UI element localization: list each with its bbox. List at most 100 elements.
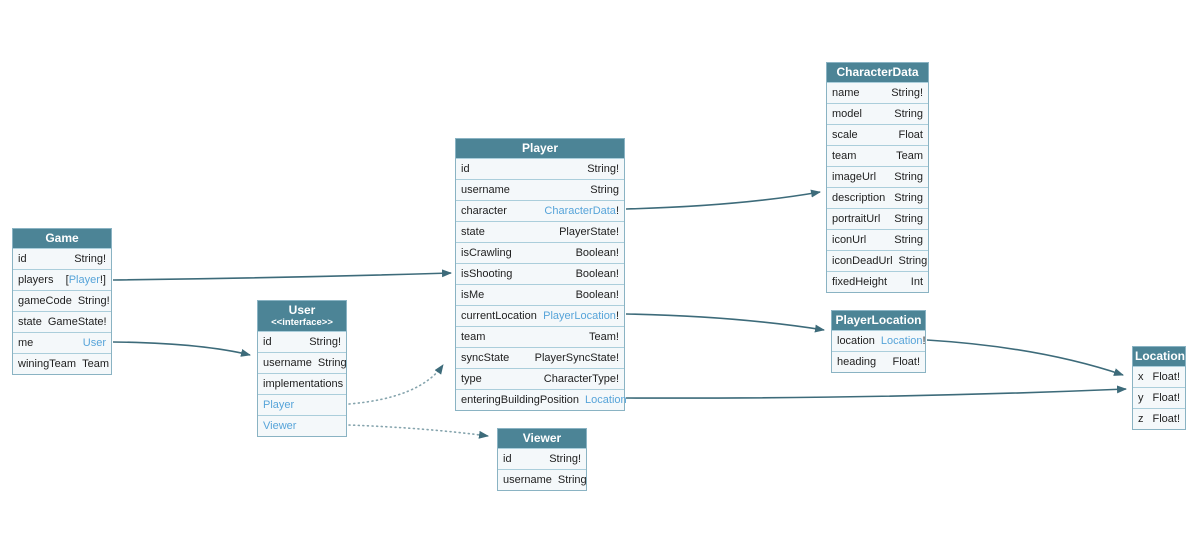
type-node-header[interactable]: PlayerLocation: [832, 311, 925, 330]
field-name: state: [461, 226, 485, 238]
field-name: winingTeam: [18, 358, 77, 370]
type-title: User: [288, 303, 316, 317]
field-type: Float!: [1152, 392, 1180, 404]
field-row-players[interactable]: players[Player!]: [13, 269, 111, 290]
type-node-header[interactable]: CharacterData: [827, 63, 928, 82]
type-node-header[interactable]: Viewer: [498, 429, 586, 448]
type-text: String!: [891, 87, 923, 99]
field-name: isShooting: [461, 268, 513, 280]
type-text: Float!: [1152, 392, 1180, 404]
type-ref-link[interactable]: Player: [68, 274, 100, 286]
edge-game-me: [112, 341, 251, 357]
field-name: name: [832, 87, 860, 99]
field-name: id: [503, 453, 512, 465]
field-row-id[interactable]: id String!: [498, 448, 586, 469]
type-text: !]: [99, 274, 106, 286]
field-row-heading[interactable]: heading Float!: [832, 351, 925, 372]
field-type: CharacterData!: [544, 205, 619, 217]
field-row-type[interactable]: type CharacterType!: [456, 368, 624, 389]
type-text: Boolean!: [575, 268, 619, 280]
type-node-header[interactable]: User<<interface>>: [258, 301, 346, 331]
type-text: String!: [587, 163, 619, 175]
field-name: location: [837, 335, 875, 347]
implementation-type-link[interactable]: Viewer: [263, 420, 297, 432]
field-type: PlayerLocation!: [543, 310, 619, 322]
field-type: Float!: [892, 356, 920, 368]
field-type: String: [318, 357, 347, 369]
field-name: heading: [837, 356, 877, 368]
type-text: String!: [309, 336, 341, 348]
field-row-viewer[interactable]: Viewer: [258, 415, 346, 436]
field-type: GameState!: [48, 316, 107, 328]
field-type: CharacterType!: [544, 373, 619, 385]
type-text: String: [894, 108, 923, 120]
field-type: String!: [891, 87, 923, 99]
field-row-name[interactable]: name String!: [827, 82, 928, 103]
field-type: Location: [585, 394, 627, 406]
field-row-implementations[interactable]: implementations: [258, 373, 346, 394]
field-row-model[interactable]: model String: [827, 103, 928, 124]
edge-user-viewer: [348, 424, 489, 439]
type-ref-link[interactable]: User: [82, 337, 106, 349]
field-type: String!: [309, 336, 341, 348]
type-node-header[interactable]: Game: [13, 229, 111, 248]
type-ref-link[interactable]: Location: [585, 394, 627, 406]
type-ref-link[interactable]: PlayerLocation: [543, 310, 616, 322]
field-type: User: [83, 337, 106, 349]
type-text: Team: [896, 150, 923, 162]
type-text: String!: [77, 295, 110, 307]
field-type: String!: [549, 453, 581, 465]
field-name: model: [832, 108, 862, 120]
field-row-isshooting[interactable]: isShooting Boolean!: [456, 263, 624, 284]
type-text: GameState!: [47, 316, 107, 328]
type-title: CharacterData: [836, 65, 919, 79]
type-text: String: [317, 357, 347, 369]
type-node-header[interactable]: Location: [1133, 347, 1185, 366]
field-row-player[interactable]: Player: [258, 394, 346, 415]
type-text: String: [894, 171, 923, 183]
type-text: String: [898, 255, 928, 267]
field-name: type: [461, 373, 482, 385]
implementation-type-link[interactable]: Player: [263, 399, 295, 411]
type-node-header[interactable]: Player: [456, 139, 624, 158]
type-ref-link[interactable]: Location: [880, 335, 923, 347]
type-ref-link[interactable]: CharacterData: [544, 205, 616, 217]
